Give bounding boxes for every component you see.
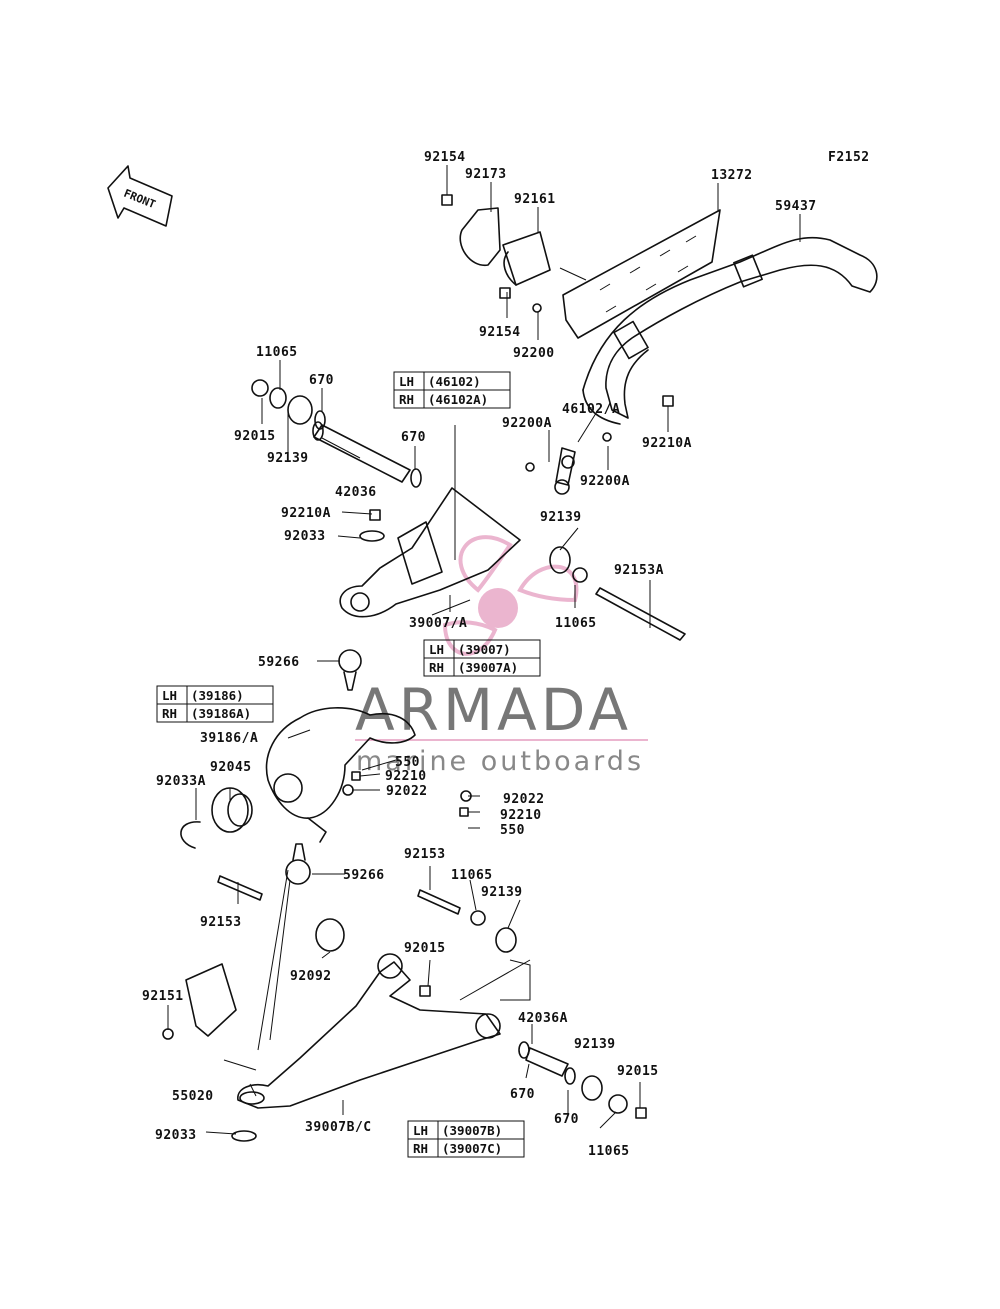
- part-label: 92200: [513, 346, 555, 361]
- ball-joint-lower: [285, 843, 311, 885]
- part-label: 92139: [574, 1037, 616, 1052]
- part-label: 92210: [385, 769, 427, 784]
- part-label: 92210A: [281, 506, 331, 521]
- part-label: 670: [309, 373, 334, 388]
- table-code: (39007A): [458, 660, 518, 675]
- bearing-92045: [211, 787, 253, 833]
- watermark-logo: [355, 535, 648, 741]
- watermark-subtitle: marine outboards: [356, 746, 644, 777]
- bushing-92161: [502, 231, 551, 286]
- part-label: 92015: [617, 1064, 659, 1079]
- part-label: 11065: [451, 868, 493, 883]
- knuckle-39186: [265, 707, 416, 843]
- part-label: 11065: [256, 345, 298, 360]
- part-label: 92200A: [502, 416, 552, 431]
- part-label: 92153A: [614, 563, 664, 578]
- part-label: 55020: [172, 1089, 214, 1104]
- part-label: 92033A: [156, 774, 206, 789]
- table-side: LH: [162, 688, 177, 703]
- part-label: 92200A: [580, 474, 630, 489]
- part-label: 13272: [711, 168, 753, 183]
- table-code: (39186A): [191, 706, 251, 721]
- pivot-shaft-42036: [312, 421, 411, 483]
- part-label: 11065: [555, 616, 597, 631]
- part-label: 42036A: [518, 1011, 568, 1026]
- part-label: 59266: [343, 868, 385, 883]
- part-label: 92022: [386, 784, 428, 799]
- front-arrow-icon: FRONT: [107, 165, 173, 227]
- part-label: 92033: [155, 1128, 197, 1143]
- part-label: 92139: [481, 885, 523, 900]
- part-label: 39007/A: [409, 616, 467, 631]
- stabilizer-bar: [582, 236, 878, 425]
- part-label: 11065: [588, 1144, 630, 1159]
- part-labels: 92154 92173 92161 13272 59437 92154 9220…: [142, 150, 817, 1159]
- part-label: 92210: [500, 808, 542, 823]
- lower-arm-39007B: [237, 953, 501, 1109]
- table-side: RH: [162, 706, 177, 721]
- part-label: 550: [395, 755, 420, 770]
- part-label: 92161: [514, 192, 556, 207]
- part-label: 92151: [142, 989, 184, 1004]
- part-label: 550: [500, 823, 525, 838]
- part-label: 92033: [284, 529, 326, 544]
- part-label: 92139: [267, 451, 309, 466]
- part-label: 92092: [290, 969, 332, 984]
- lhrh-table: LH (46102) RH (46102A): [393, 371, 511, 409]
- part-label: 670: [401, 430, 426, 445]
- table-code: (46102A): [428, 392, 488, 407]
- part-label: 92210A: [642, 436, 692, 451]
- table-side: LH: [399, 374, 414, 389]
- part-label: 92153: [200, 915, 242, 930]
- circlip-92033A: [180, 821, 201, 849]
- part-label: 92015: [234, 429, 276, 444]
- hardware: [162, 194, 686, 1142]
- part-label: 92139: [540, 510, 582, 525]
- table-side: RH: [413, 1141, 428, 1156]
- part-label: 92045: [210, 760, 252, 775]
- table-side: LH: [413, 1123, 428, 1138]
- table-side: LH: [429, 642, 444, 657]
- figure-id: F2152: [828, 150, 870, 165]
- upper-arm-39007: [339, 487, 521, 618]
- bracket-13272: [562, 209, 721, 339]
- leader-lines: [167, 165, 801, 1135]
- part-label: 92154: [424, 150, 466, 165]
- table-side: RH: [399, 392, 414, 407]
- part-label: 92154: [479, 325, 521, 340]
- part-label: 670: [510, 1087, 535, 1102]
- front-label: FRONT: [122, 187, 158, 212]
- part-label: 92173: [465, 167, 507, 182]
- lhrh-table: LH (39007) RH (39007A): [423, 639, 541, 677]
- lhrh-table: LH (39007B) RH (39007C): [407, 1120, 525, 1158]
- lhrh-table: LH (39186) RH (39186A): [156, 685, 274, 723]
- part-label: 39186/A: [200, 731, 258, 746]
- part-label: 92022: [503, 792, 545, 807]
- part-label: 59266: [258, 655, 300, 670]
- part-label: 46102/A: [562, 402, 620, 417]
- table-code: (39007C): [442, 1141, 502, 1156]
- guard-55020: [185, 963, 237, 1037]
- part-label: 670: [554, 1112, 579, 1127]
- stabilizer-link: [554, 447, 576, 495]
- table-side: RH: [429, 660, 444, 675]
- watermark-name: ARMADA: [355, 676, 632, 744]
- part-label: 59437: [775, 199, 817, 214]
- table-code: (39007): [458, 642, 511, 657]
- clamp-92173: [459, 207, 501, 266]
- part-label: 39007B/C: [305, 1120, 372, 1135]
- table-code: (46102): [428, 374, 481, 389]
- part-label: 92153: [404, 847, 446, 862]
- part-label: 92015: [404, 941, 446, 956]
- part-label: 42036: [335, 485, 377, 500]
- table-code: (39007B): [442, 1123, 502, 1138]
- table-code: (39186): [191, 688, 244, 703]
